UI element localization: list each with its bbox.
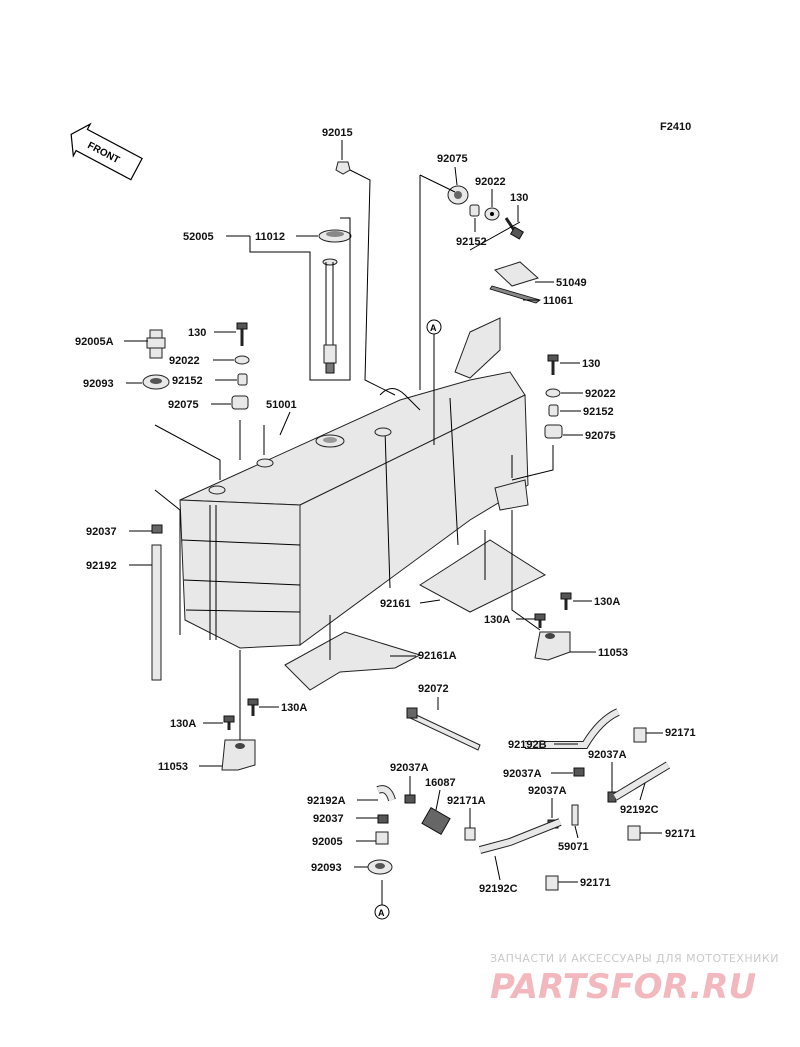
lower-hoses: [478, 708, 671, 891]
bracket-11053-right: [534, 592, 572, 661]
label-130A-lower-left: 130A: [170, 718, 196, 730]
diagram-code: F2410: [660, 121, 691, 133]
label-92037A-4: 92037A: [528, 785, 567, 797]
label-92192: 92192: [86, 560, 117, 572]
breather-hose-92192: [151, 524, 163, 681]
label-92075-left: 92075: [168, 399, 199, 411]
label-92072: 92072: [418, 683, 449, 695]
label-11053-right: 11053: [598, 647, 628, 659]
label-92152-top: 92152: [456, 236, 487, 248]
label-51001: 51001: [266, 399, 297, 411]
part-labels: 92015 92075 92022 130 92152 52005 11012 …: [75, 127, 696, 895]
label-92093-left: 92093: [83, 378, 114, 390]
label-130-left: 130: [188, 327, 206, 339]
label-59071: 59071: [558, 841, 589, 853]
label-92192A: 92192A: [307, 795, 346, 807]
label-92093: 92093: [311, 862, 342, 874]
label-92022-left: 92022: [169, 355, 200, 367]
label-92171-1: 92171: [665, 727, 696, 739]
hardware-top-right: [335, 161, 541, 304]
label-130A-lower: 130A: [281, 702, 307, 714]
label-92171-3: 92171: [580, 877, 611, 889]
band-92072: [406, 707, 481, 751]
label-92037-left: 92037: [86, 526, 117, 538]
label-92161A: 92161A: [418, 650, 457, 662]
label-11053-left: 11053: [158, 761, 188, 773]
label-92022-top: 92022: [475, 176, 506, 188]
label-92171A: 92171A: [447, 795, 486, 807]
label-130-top: 130: [510, 192, 528, 204]
label-92022-right: 92022: [585, 388, 616, 400]
label-92037A-1: 92037A: [588, 749, 627, 761]
label-16087: 16087: [425, 777, 456, 789]
label-130A-mid: 130A: [484, 614, 510, 626]
hardware-left: [142, 322, 250, 410]
label-92037A-3: 92037A: [503, 768, 542, 780]
fuel-filter-16087: [367, 785, 476, 875]
label-92161: 92161: [380, 598, 411, 610]
label-52005: 52005: [183, 231, 214, 243]
watermark-tagline: ЗАПЧАСТИ И АКСЕССУАРЫ ДЛЯ МОТОТЕХНИКИ: [490, 952, 779, 965]
label-92192C-right: 92192C: [620, 804, 659, 816]
label-92037A-2: 92037A: [390, 762, 429, 774]
hardware-right: [544, 354, 563, 439]
label-92015: 92015: [322, 127, 353, 139]
label-51049: 51049: [556, 277, 587, 289]
fuel-tank-51001: [179, 317, 529, 649]
label-92005A: 92005A: [75, 336, 114, 348]
label-92152-right: 92152: [583, 406, 614, 418]
label-130A-right: 130A: [594, 596, 620, 608]
callout-A-top: A: [430, 323, 437, 333]
label-92171-2: 92171: [665, 828, 696, 840]
watermark-brand: PARTSFOR.RU: [490, 967, 756, 1007]
label-130-right: 130: [582, 358, 600, 370]
label-92037: 92037: [313, 813, 344, 825]
pads: [284, 539, 547, 691]
label-92192C-bottom: 92192C: [479, 883, 518, 895]
label-11012: 11012: [255, 231, 285, 243]
label-92192B: 92192B: [508, 739, 547, 751]
label-92075-top: 92075: [437, 153, 468, 165]
bracket-11053-left: [221, 698, 259, 771]
label-11061: 11061: [543, 295, 573, 307]
label-92075-right: 92075: [585, 430, 616, 442]
label-92152-left: 92152: [172, 375, 203, 387]
front-arrow-icon: FRONT: [70, 122, 143, 181]
callout-A-bottom: A: [378, 908, 385, 918]
label-92005: 92005: [312, 836, 343, 848]
fuel-sender-11012: [318, 229, 352, 374]
watermark: ЗАПЧАСТИ И АКСЕССУАРЫ ДЛЯ МОТОТЕХНИКИ PA…: [490, 952, 779, 1007]
leader-lines: [124, 140, 663, 883]
